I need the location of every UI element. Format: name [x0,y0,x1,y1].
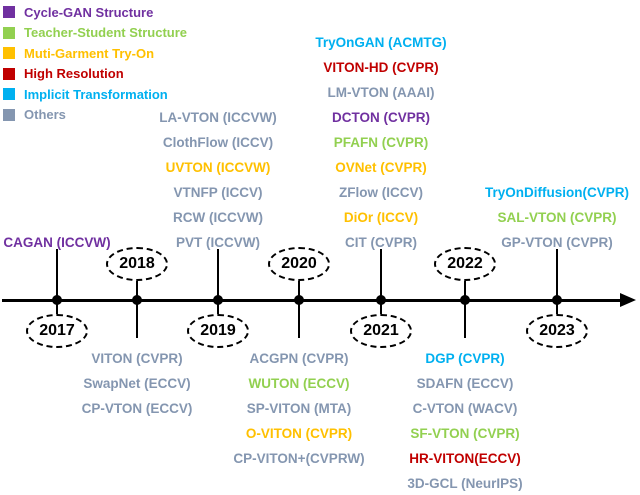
year-method-stem [556,249,558,300]
legend-swatch-icon [3,47,15,60]
method-label: RCW (ICCVW) [173,209,263,225]
legend-label: Cycle-GAN Structure [24,4,154,20]
method-label: ACGPN (CVPR) [249,350,349,366]
legend-label: Others [24,107,66,123]
year-badge: 2017 [26,314,88,348]
method-column-2021: TryOnGAN (ACMTG) VITON-HD (CVPR) LM-VTON (… [261,30,501,255]
year-method-stem [464,300,466,338]
timeline-axis [2,298,624,302]
year-method-stem [217,249,219,300]
legend-item: Muti-Garment Try-On [3,43,187,64]
method-label: LA-VTON (ICCVW) [159,109,277,125]
method-label: PFAFN (CVPR) [333,134,429,150]
legend-swatch-icon [3,88,15,101]
year-badge: 2020 [268,247,330,281]
year-method-stem [136,300,138,338]
method-label: CIT (CVPR) [345,234,417,250]
legend-label: Teacher-Student Structure [24,25,188,41]
method-label: TryOnGAN (ACMTG) [315,34,447,50]
method-label: CP-VTON (ECCV) [81,400,193,416]
method-column-2019: LA-VTON (ICCVW) ClothFlow (ICCV) UVTON (IC… [98,105,338,255]
method-label: 3D-GCL (NeurIPS) [407,475,523,491]
timeline-tick-dot [294,295,304,305]
method-label: TryOnDiffusion(CVPR) [485,184,629,200]
method-label: LM-VTON (AAAI) [327,84,435,100]
year-ellipse-stem [136,264,138,300]
method-label: PVT (ICCVW) [176,234,260,250]
method-label: SF-VTON (CVPR) [410,425,520,441]
method-label: SDAFN (ECCV) [416,375,514,391]
method-label: VTNFP (ICCV) [173,184,263,200]
legend-item: Implicit Transformation [3,84,187,105]
year-badge: 2021 [350,314,412,348]
year-badge: 2018 [106,247,168,281]
method-label: VITON (CVPR) [91,350,183,366]
method-label: DCTON (CVPR) [331,109,430,125]
legend-swatch-icon [3,67,15,80]
year-ellipse-stem [298,264,300,300]
method-column-2023: TryOnDiffusion(CVPR) SAL-VTON (CVPR) GP-VT… [437,180,640,255]
method-label: HR-VITON(ECCV) [409,450,521,466]
year-badge: 2022 [434,247,496,281]
method-label: O-VITON (CVPR) [245,425,353,441]
legend-label: Implicit Transformation [24,86,168,102]
method-label: WUTON (ECCV) [248,375,350,391]
method-label: UVTON (ICCVW) [165,159,271,175]
year-method-stem [298,300,300,338]
year-method-stem [380,249,382,300]
method-label: ClothFlow (ICCV) [162,134,274,150]
method-label: CP-VITON+(CVPRW) [233,450,365,466]
method-label: OVNet (CVPR) [335,159,427,175]
year-badge: 2019 [187,314,249,348]
legend-item: Cycle-GAN Structure [3,2,187,23]
method-label: VITON-HD (CVPR) [323,59,439,75]
method-label: DGP (CVPR) [425,350,505,366]
timeline-tick-dot [213,295,223,305]
legend-label: High Resolution [24,66,124,82]
year-method-stem [56,249,58,300]
timeline-tick-dot [132,295,142,305]
method-label: SAL-VTON (CVPR) [497,209,617,225]
method-label: SwapNet (ECCV) [83,375,191,391]
method-column-2022: DGP (CVPR) SDAFN (ECCV) C-VTON (WACV) SF-VT… [345,346,585,495]
method-label: DiOr (ICCV) [343,209,419,225]
legend-item: Teacher-Student Structure [3,23,187,44]
year-badge: 2023 [526,314,588,348]
timeline-arrowhead [620,293,636,307]
timeline-tick-dot [376,295,386,305]
method-label: GP-VTON (CVPR) [501,234,613,250]
legend-item: Others [3,105,187,126]
timeline-tick-dot [552,295,562,305]
method-label: SP-VITON (MTA) [246,400,352,416]
method-column-2020: ACGPN (CVPR) WUTON (ECCV) SP-VITON (MTA) O-… [179,346,419,471]
method-label: C-VTON (WACV) [412,400,518,416]
method-label: ZFlow (ICCV) [339,184,423,200]
legend-swatch-icon [3,26,15,39]
legend-label: Muti-Garment Try-On [24,45,155,61]
method-label: CAGAN (ICCVW) [3,234,111,250]
legend-item: High Resolution [3,64,187,85]
method-column-2018: VITON (CVPR) SwapNet (ECCV) CP-VTON (ECCV) [17,346,257,421]
legend-swatch-icon [3,108,15,121]
timeline-tick-dot [460,295,470,305]
timeline-tick-dot [52,295,62,305]
year-ellipse-stem [464,264,466,300]
legend-swatch-icon [3,6,15,19]
method-column-2017: CAGAN (ICCVW) [0,230,177,255]
